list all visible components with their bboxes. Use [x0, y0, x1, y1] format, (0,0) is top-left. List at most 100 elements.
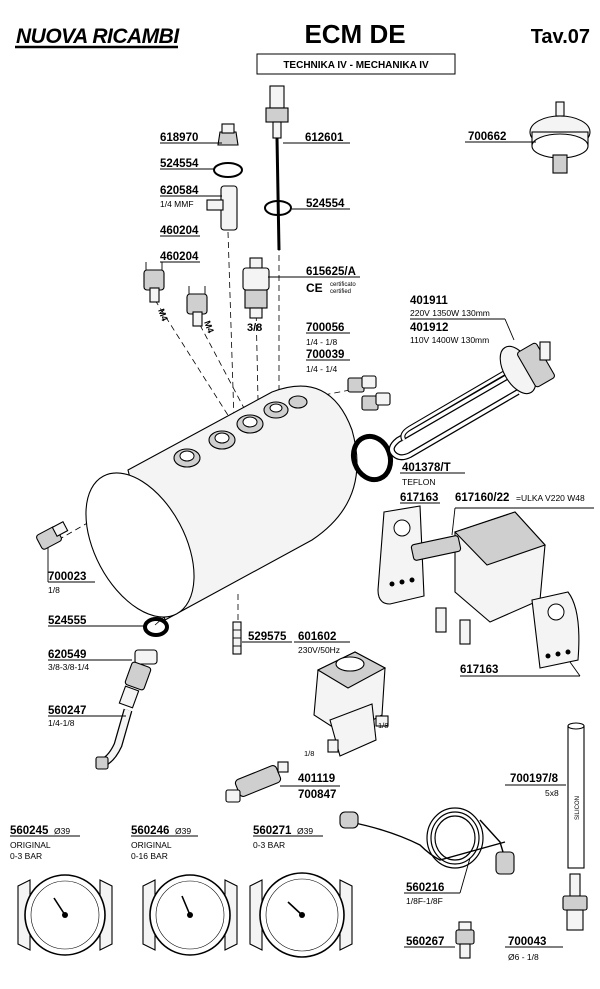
part-code: 700056	[306, 322, 344, 334]
part-615625a-valve	[242, 257, 270, 319]
part-460204-switch-b	[186, 286, 208, 327]
part-desc: 1/4 - 1/4	[306, 364, 337, 374]
part-617163-bracket-left	[377, 505, 425, 605]
part-desc: 5x8	[545, 788, 559, 798]
part-desc: Ø39	[297, 826, 313, 836]
part-620584-elbow	[206, 185, 238, 231]
part-desc: 230V/50Hz	[298, 645, 340, 655]
thread-m4-a: M4	[156, 307, 170, 322]
part-desc: 110V 1400W 130mm	[410, 335, 489, 345]
gauge-label-line2: 0-16 BAR	[131, 851, 168, 861]
part-code: 460204	[160, 225, 199, 237]
part-code: 700662	[468, 131, 506, 143]
part-529575-stud	[232, 621, 242, 655]
part-620549-tee	[118, 649, 158, 709]
part-612601-probe	[265, 85, 289, 251]
assembly-lines	[57, 231, 358, 626]
part-desc: TEFLON	[402, 477, 436, 487]
thread-m4-b: M4	[202, 319, 216, 334]
part-code: 560247	[48, 705, 86, 717]
part-code: 700197/8	[510, 773, 559, 785]
part-700039-fitting	[361, 392, 391, 411]
part-desc: Ø6 - 1/8	[508, 952, 539, 962]
gauge-560271	[249, 872, 353, 958]
part-700056-fitting	[347, 375, 377, 393]
gauge-labels: ORIGINAL 0-3 BAR ORIGINAL 0-16 BAR 0-3 B…	[10, 840, 285, 861]
models-box	[256, 53, 456, 75]
part-code: 524554	[306, 198, 345, 210]
part-560216-capillary	[339, 807, 515, 875]
part-code: 700847	[298, 789, 336, 801]
part-code: 617160/22	[455, 492, 509, 504]
brand-logo: NUOVA RICAMBI	[16, 25, 180, 48]
part-700023-plug	[36, 521, 69, 550]
part-markings: M4 M4 3/8 CE certificato certified 1/8 1…	[156, 281, 388, 758]
thread-3-8: 3/8	[247, 322, 262, 334]
part-code: 560271	[253, 825, 292, 837]
boiler-tank	[85, 385, 358, 621]
part-code: 560245	[10, 825, 49, 837]
gauge-label-line2: 0-3 BAR	[10, 851, 42, 861]
part-524554-oring-top	[213, 162, 243, 178]
part-code: 601602	[298, 631, 336, 643]
part-code: 401378/T	[402, 462, 451, 474]
models-box-label: TECHNIKA IV - MECHANIKA IV	[283, 60, 429, 71]
part-code: 560267	[406, 936, 444, 948]
part-code: 612601	[305, 132, 344, 144]
part-code: 700043	[508, 936, 546, 948]
leader-lines	[10, 141, 594, 948]
part-560247-elbow	[95, 708, 133, 770]
part-524555-gasket	[143, 617, 169, 637]
header: NUOVA RICAMBI ECM DE Tav.07 TECHNIKA IV …	[15, 19, 590, 75]
gauge-label-line1: ORIGINAL	[10, 840, 51, 850]
part-code: 529575	[248, 631, 287, 643]
part-401911-heating-element	[388, 341, 555, 461]
part-700043-tube-fitting	[562, 873, 588, 931]
part-618970-cap	[217, 123, 239, 146]
valve-port-b: 1/8	[304, 749, 314, 758]
part-code: 620584	[160, 185, 199, 197]
part-code: 524554	[160, 158, 199, 170]
part-401378t-gasket	[350, 433, 394, 483]
part-desc: 1/4-1/8	[48, 718, 75, 728]
ce-certificato: certificato	[330, 282, 356, 288]
part-desc: 3/8-3/8-1/4	[48, 662, 89, 672]
part-617163-bracket-right	[531, 591, 580, 669]
part-labels: 618970 524554 620584 1/4 MMF 460204 4602…	[10, 131, 585, 962]
part-code: 401912	[410, 322, 448, 334]
part-desc: Ø39	[175, 826, 191, 836]
part-460204-switch-a	[143, 262, 165, 303]
part-700662-pressostat	[529, 101, 591, 174]
model-title: ECM DE	[304, 19, 405, 49]
tube-print: SILICON	[575, 796, 581, 820]
part-code: 524555	[48, 615, 87, 627]
part-desc: 1/8F-1/8F	[406, 896, 443, 906]
table-number: Tav.07	[531, 26, 590, 48]
part-code: 617163	[400, 492, 438, 504]
part-desc: 220V 1350W 130mm	[410, 308, 490, 318]
part-code: 618970	[160, 132, 198, 144]
part-code: 700023	[48, 571, 86, 583]
part-code: 401911	[410, 295, 448, 307]
gauge-560245	[17, 874, 113, 956]
ce-mark: CE	[306, 281, 323, 295]
part-700197-silicone-tube: SILICON	[567, 722, 585, 869]
part-code: 615625/A	[306, 266, 356, 278]
valve-port-a: 1/8	[378, 721, 388, 730]
part-desc: 1/4 - 1/8	[306, 337, 337, 347]
part-desc: 1/8	[48, 585, 60, 595]
part-desc: Ø39	[54, 826, 70, 836]
part-code: 617163	[460, 664, 498, 676]
part-617160-pump	[410, 511, 546, 645]
ce-certified: certified	[330, 289, 351, 295]
part-code: 401119	[298, 773, 335, 785]
part-code: 560216	[406, 882, 444, 894]
part-601602-solenoid	[313, 651, 389, 757]
gauge-560246	[142, 874, 238, 956]
part-desc: =ULKA V220 W48	[516, 493, 585, 503]
part-524554-oring-probe	[264, 200, 292, 216]
part-code: 700039	[306, 349, 344, 361]
part-code: 460204	[160, 251, 199, 263]
